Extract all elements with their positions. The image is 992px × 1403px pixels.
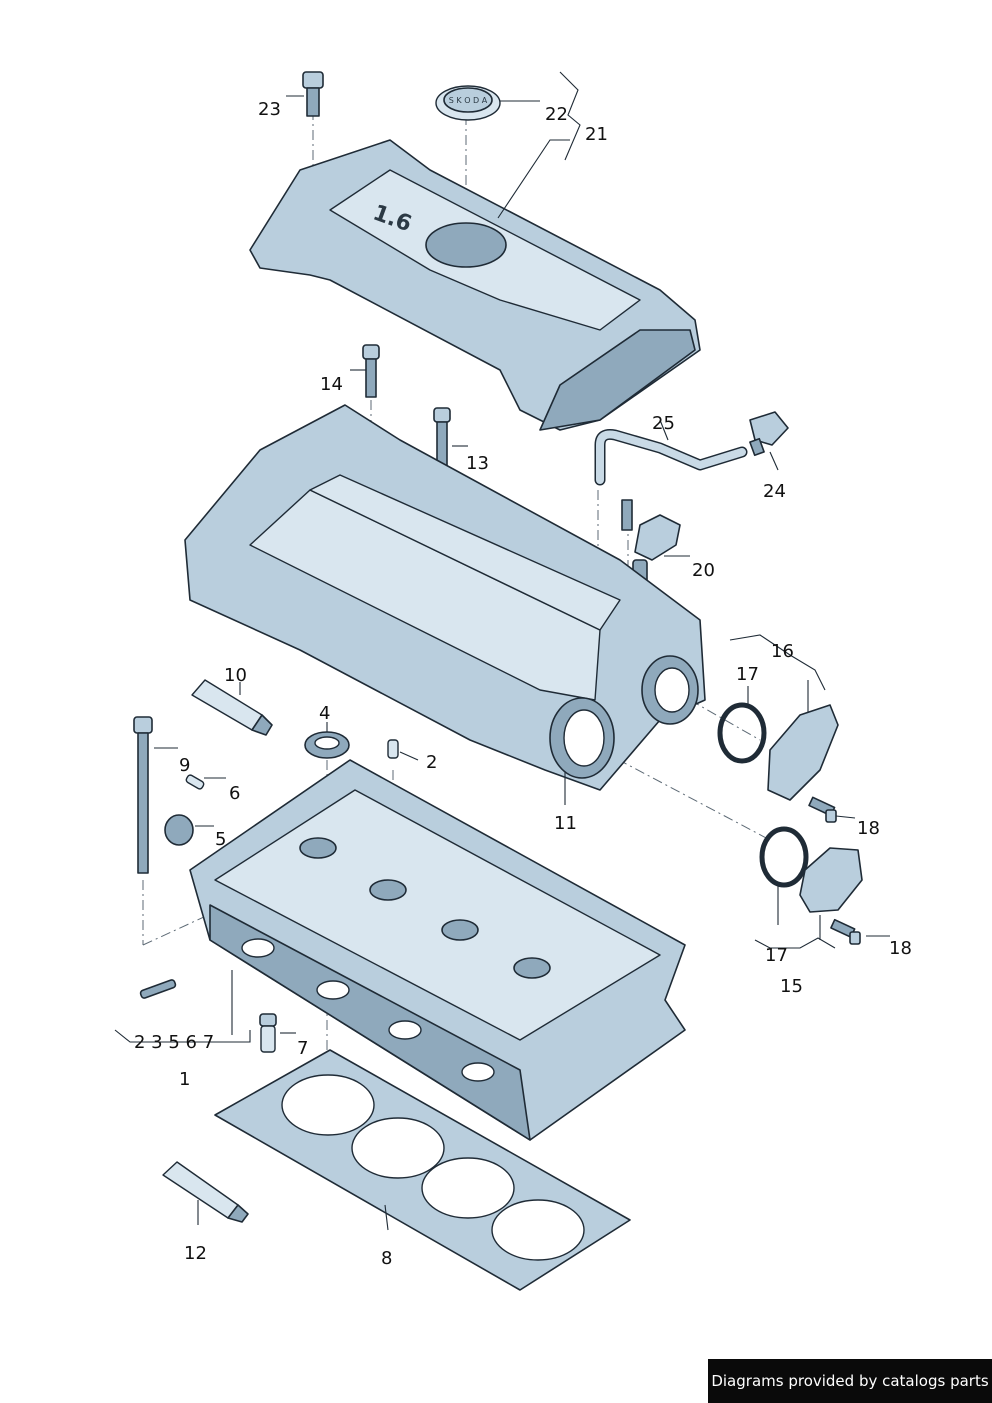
bolt-14 bbox=[362, 344, 380, 398]
callout-12: 12 bbox=[184, 1243, 207, 1264]
callout-24: 24 bbox=[763, 481, 786, 502]
pin-6 bbox=[185, 774, 205, 790]
callout-15: 15 bbox=[780, 976, 803, 997]
bolt-13 bbox=[433, 407, 451, 485]
end-cover-16 bbox=[767, 704, 839, 801]
o-ring-17-lower bbox=[759, 826, 809, 888]
callout-group: 2 3 5 6 7 bbox=[134, 1032, 214, 1053]
callout-11: 11 bbox=[554, 813, 577, 834]
callout-14: 14 bbox=[320, 374, 343, 395]
callout-25: 25 bbox=[652, 413, 675, 434]
callout-7: 7 bbox=[297, 1038, 308, 1059]
callout-5: 5 bbox=[215, 829, 226, 850]
sealant-tube-12 bbox=[162, 1161, 249, 1223]
callout-4: 4 bbox=[319, 703, 330, 724]
callout-6: 6 bbox=[229, 783, 240, 804]
engine-cover-21: 1.6 bbox=[249, 139, 701, 431]
o-ring-17-upper bbox=[717, 702, 767, 764]
bolt-23 bbox=[302, 71, 324, 117]
callout-23: 23 bbox=[258, 99, 281, 120]
bolt-18-lower bbox=[830, 918, 861, 945]
end-cover-15 bbox=[799, 847, 863, 913]
connector-24 bbox=[749, 411, 789, 457]
plug-7 bbox=[259, 1013, 277, 1053]
oil-cap-text: S K O D A bbox=[449, 96, 488, 105]
callout-1: 1 bbox=[179, 1069, 190, 1090]
callout-17-lower: 17 bbox=[765, 945, 788, 966]
dowel-pin-2 bbox=[387, 739, 399, 759]
callout-10: 10 bbox=[224, 665, 247, 686]
head-gasket-8 bbox=[214, 1049, 631, 1291]
oil-filler-cap-22: S K O D A bbox=[435, 85, 501, 121]
breather-hose-25 bbox=[594, 429, 748, 486]
sealant-tube-10 bbox=[191, 679, 273, 736]
callout-13: 13 bbox=[466, 453, 489, 474]
camshaft-housing-11 bbox=[184, 404, 706, 791]
callout-22: 22 bbox=[545, 104, 568, 125]
oil-seal-4 bbox=[304, 731, 350, 759]
callout-20: 20 bbox=[692, 560, 715, 581]
callout-21: 21 bbox=[585, 124, 608, 145]
callout-16: 16 bbox=[771, 641, 794, 662]
credit-banner: Diagrams provided by catalogs parts bbox=[708, 1359, 992, 1403]
head-bolt-9 bbox=[133, 716, 153, 874]
callout-labels: 23 22 21 14 13 25 24 20 16 17 10 4 2 9 6… bbox=[134, 99, 912, 1269]
cylinder-head-1 bbox=[189, 759, 686, 1141]
callout-2: 2 bbox=[426, 752, 437, 773]
callout-17-upper: 17 bbox=[736, 664, 759, 685]
callout-18-lower: 18 bbox=[889, 938, 912, 959]
plug-5 bbox=[164, 814, 194, 846]
stud-3 bbox=[139, 979, 177, 999]
bolt-18-upper bbox=[808, 796, 837, 823]
callout-9: 9 bbox=[179, 755, 190, 776]
callout-8: 8 bbox=[381, 1248, 392, 1269]
callout-18-upper: 18 bbox=[857, 818, 880, 839]
leader-lines bbox=[114, 71, 890, 1231]
